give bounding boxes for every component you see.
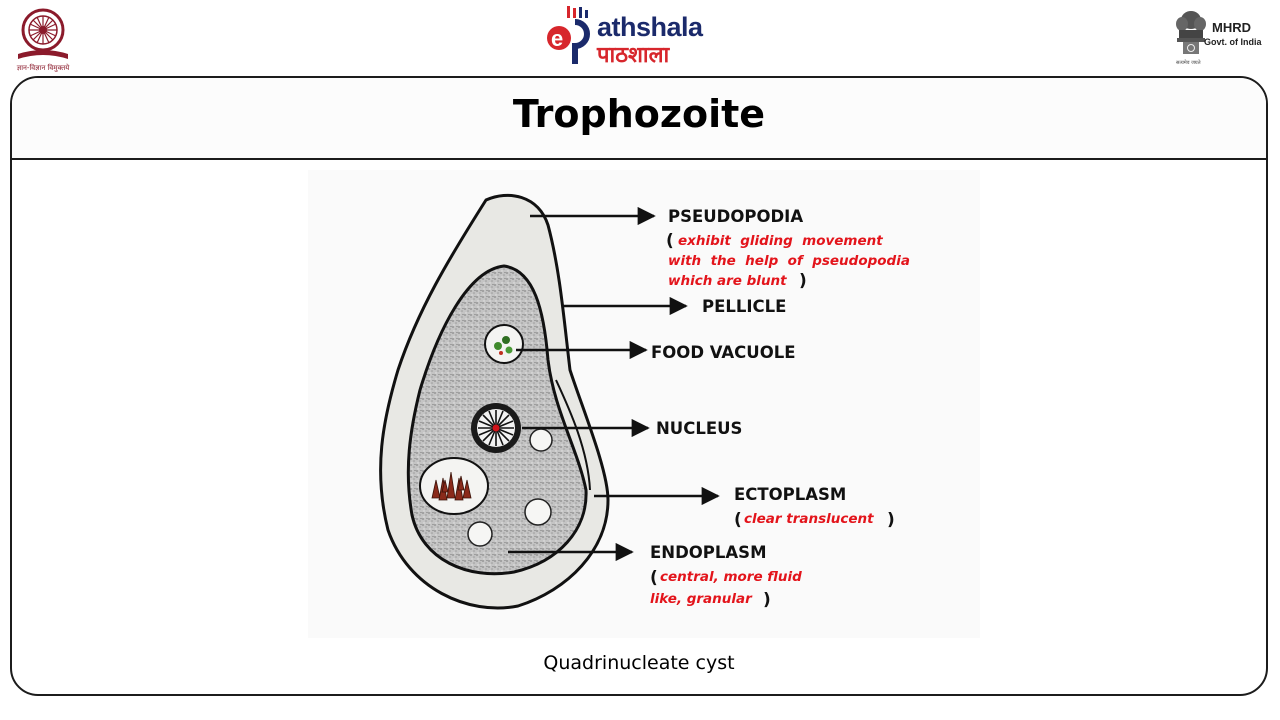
svg-text:e: e xyxy=(551,26,563,51)
label-endoplasm: ENDOPLASM xyxy=(650,543,766,562)
mhrd-label: MHRD xyxy=(1212,20,1251,35)
paren-open: ( xyxy=(650,568,658,588)
note-endoplasm-line1: central, more fluid xyxy=(660,569,802,585)
epathshala-logo-icon: e xyxy=(547,6,590,64)
epathshala-logo: e athshala पाठशाला xyxy=(545,4,735,68)
title-band: Trophozoite xyxy=(12,78,1266,160)
note-ectoplasm: clear translucent xyxy=(744,511,874,527)
note-pseudopodia-line3: which are blunt xyxy=(668,273,787,289)
food-vacuole xyxy=(484,324,524,364)
slide-frame: Trophozoite xyxy=(10,76,1268,696)
label-pellicle: PELLICLE xyxy=(702,297,786,316)
mhrd-logo: MHRD Govt. of India सत्यमेव जयते xyxy=(1174,8,1274,70)
paren-open: ( xyxy=(666,231,674,251)
brand-english: athshala xyxy=(597,12,703,42)
slide-title: Trophozoite xyxy=(512,92,766,136)
ugc-motto: ज्ञान-विज्ञान विमुक्तये xyxy=(16,64,70,72)
govt-label: Govt. of India xyxy=(1204,37,1262,47)
trophozoite-diagram: PSEUDOPODIA ( exhibit gliding movement w… xyxy=(379,193,910,610)
note-endoplasm-line2: like, granular xyxy=(650,591,753,607)
small-vacuole xyxy=(529,428,553,452)
ugc-logo: ज्ञान-विज्ञान विमुक्तये xyxy=(10,6,76,74)
trophozoite-figure: PSEUDOPODIA ( exhibit gliding movement w… xyxy=(308,170,980,638)
brand-hindi: पाठशाला xyxy=(597,43,670,68)
pellicle-line xyxy=(555,379,591,491)
paren-open: ( xyxy=(734,510,742,530)
slide-caption: Quadrinucleate cyst xyxy=(543,652,735,674)
label-nucleus: NUCLEUS xyxy=(656,419,742,438)
paren-close: ) xyxy=(763,590,771,610)
emblem-motto: सत्यमेव जयते xyxy=(1176,60,1201,66)
label-food-vacuole: FOOD VACUOLE xyxy=(651,343,796,362)
small-vacuole xyxy=(524,498,552,526)
note-pseudopodia-line1: exhibit gliding movement xyxy=(678,233,883,249)
ingested-cells-vacuole xyxy=(419,457,489,515)
label-ectoplasm: ECTOPLASM xyxy=(734,485,846,504)
note-pseudopodia-line2: with the help of pseudopodia xyxy=(668,253,910,269)
ugc-wheel-icon xyxy=(18,8,68,59)
paren-close: ) xyxy=(799,271,807,291)
nucleus xyxy=(471,403,521,453)
small-vacuole xyxy=(467,521,493,547)
header: ज्ञान-विज्ञान विमुक्तये e athshala पाठशा… xyxy=(0,0,1280,76)
paren-close: ) xyxy=(887,510,895,530)
label-pseudopodia: PSEUDOPODIA xyxy=(668,207,803,226)
ashoka-emblem-icon xyxy=(1176,11,1206,54)
